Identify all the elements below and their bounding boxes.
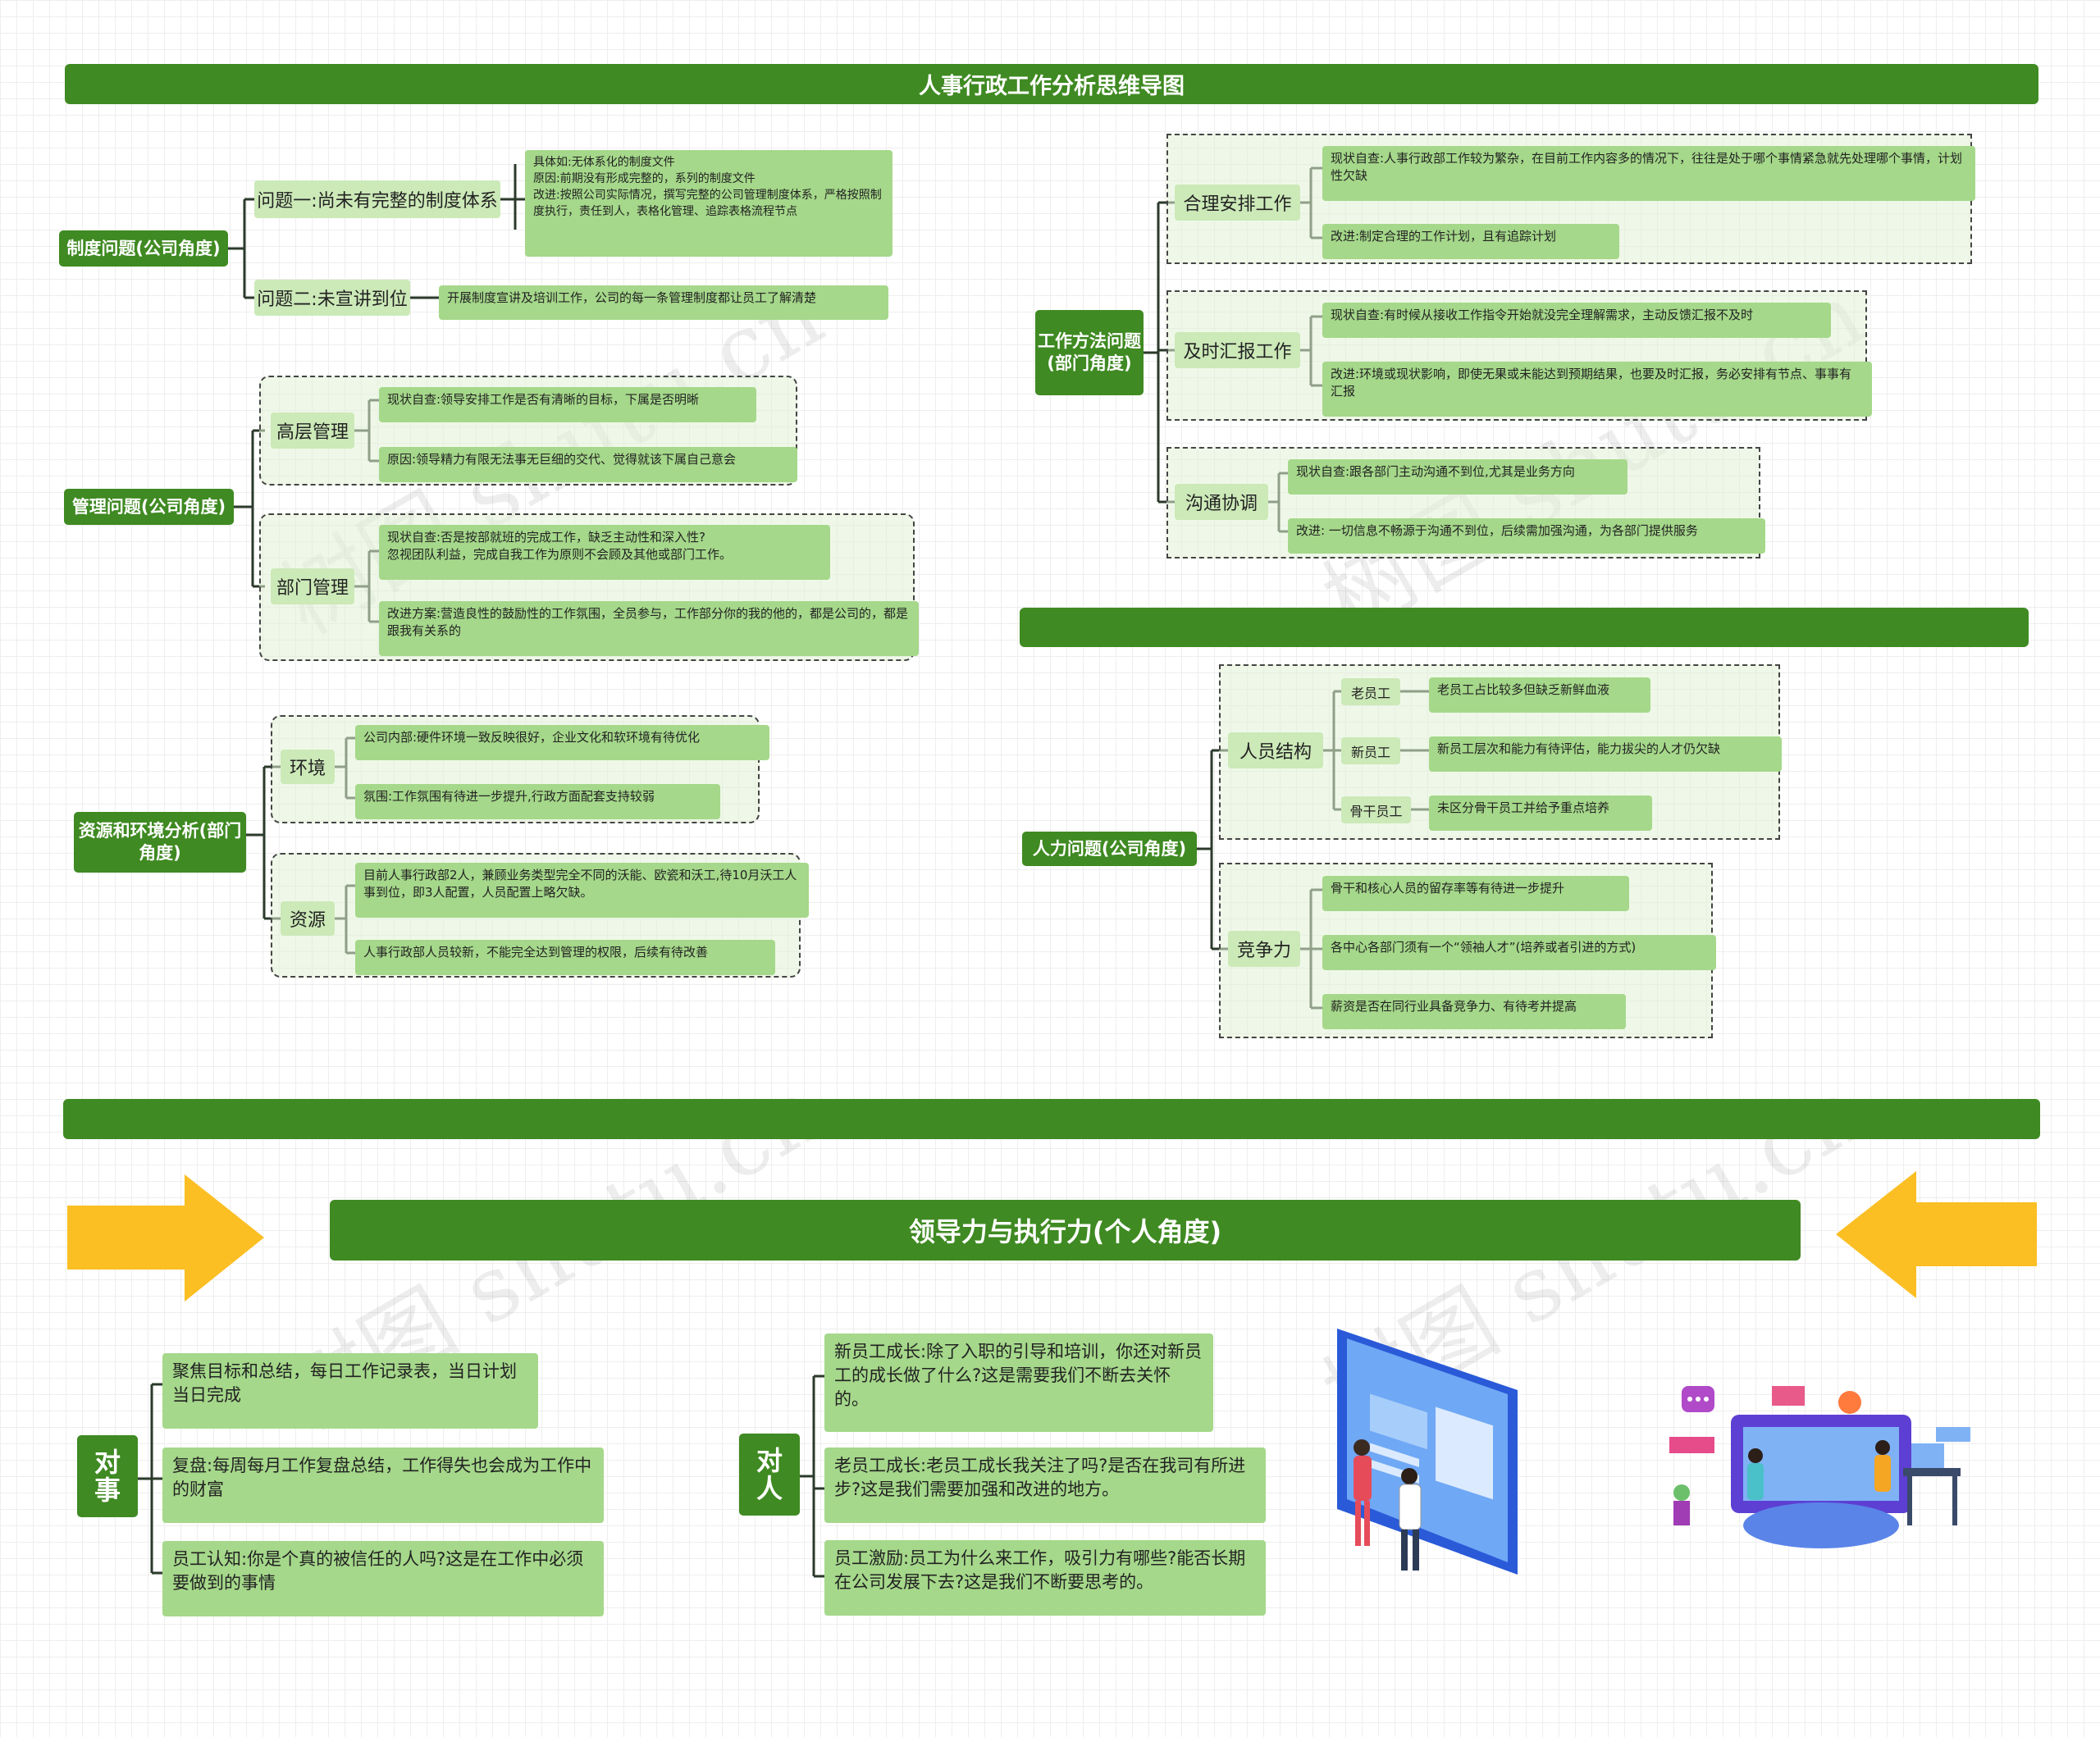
node-problem-1: 问题一:尚未有完整的制度体系 — [254, 180, 500, 218]
root-node-duiren: 对人 — [739, 1434, 800, 1516]
root-node-duishi-label: 对事 — [94, 1447, 121, 1506]
root-node-duishi: 对事 — [77, 1435, 138, 1517]
note-problem-1: 具体如:无体系化的制度文件 原因:前期没有形成完整的，系列的制度文件 改进:按照… — [525, 150, 892, 257]
note-ziyuan-1: 目前人事行政部2人，兼顾业务类型完全不同的沃能、欧瓷和沃工,待10月沃工人事到位… — [355, 863, 809, 918]
root-node-ziyuan: 资源和环境分析(部门角度) — [74, 812, 246, 873]
root-node-guanli: 管理问题(公司角度) — [64, 489, 234, 525]
note-problem-2: 开展制度宣讲及培训工作，公司的每一条管理制度都让员工了解清楚 — [439, 285, 888, 320]
note-gaoceng-2: 原因:领导精力有限无法事无巨细的交代、觉得就该下属自己意会 — [379, 447, 797, 482]
note-xin: 新员工层次和能力有待评估，能力拔尖的人才仍欠缺 — [1429, 736, 1782, 772]
team-work-illustration — [1669, 1386, 1970, 1548]
node-gaoceng: 高层管理 — [271, 413, 354, 449]
node-heli: 合理安排工作 — [1175, 185, 1300, 221]
note-bumen-1: 现状自查:否是按部就班的完成工作，缺乏主动性和深入性? 忽视团队利益，完成自我工… — [379, 525, 830, 580]
note-gaoceng-1: 现状自查:领导安排工作是否有清晰的目标，下属是否明晰 — [379, 387, 756, 422]
node-problem-2: 问题二:未宣讲到位 — [254, 280, 410, 316]
duishi-item-1: 聚焦目标和总结，每日工作记录表，当日计划当日完成 — [162, 1353, 538, 1429]
node-goutong: 沟通协调 — [1175, 484, 1268, 520]
root-node-gongzuo: 工作方法问题(部门角度) — [1035, 310, 1144, 395]
note-heli-2: 改进:制定合理的工作计划，且有追踪计划 — [1322, 224, 1619, 259]
page-title: 人事行政工作分析思维导图 — [65, 64, 2038, 104]
note-goutong-1: 现状自查:跟各部门主动沟通不到位,尤其是业务方向 — [1288, 459, 1628, 495]
note-goutong-2: 改进: 一切信息不畅源于沟通不到位，后续需加强沟通，为各部门提供服务 — [1288, 518, 1765, 554]
node-jishi: 及时汇报工作 — [1175, 332, 1300, 368]
note-huanjing-2: 氛围:工作氛围有待进一步提升,行政方面配套支持较弱 — [355, 784, 720, 819]
node-jingzheng: 竞争力 — [1228, 931, 1300, 967]
section-title: 领导力与执行力(个人角度) — [330, 1200, 1801, 1261]
note-jishi-1: 现状自查:有时候从接收工作指令开始就没完全理解需求，主动反馈汇报不及时 — [1322, 303, 1831, 338]
node-bumen: 部门管理 — [271, 568, 354, 604]
note-gugan: 未区分骨干员工并给予重点培养 — [1429, 796, 1652, 831]
node-gugan: 骨干员工 — [1341, 796, 1411, 823]
duiren-item-1: 新员工成长:除了入职的引导和培训，你还对新员工的成长做了什么?这是需要我们不断去… — [824, 1334, 1213, 1432]
note-jz-2: 各中心各部门须有一个“领袖人才”(培养或者引进的方式) — [1322, 935, 1716, 970]
duiren-item-3: 员工激励:员工为什么来工作，吸引力有哪些?能否长期在公司发展下去?这是我们不断要… — [824, 1540, 1266, 1616]
note-jz-1: 骨干和核心人员的留存率等有待进一步提升 — [1322, 876, 1629, 911]
arrow-left-icon — [1836, 1171, 2037, 1298]
root-node-renli: 人力问题(公司角度) — [1022, 832, 1197, 866]
node-jiegou: 人员结构 — [1228, 732, 1323, 768]
arrow-right-icon — [67, 1174, 264, 1302]
node-huanjing: 环境 — [281, 750, 335, 784]
section-banner — [1020, 608, 2029, 647]
root-node-zhidu: 制度问题(公司角度) — [59, 230, 228, 267]
note-huanjing-1: 公司内部:硬件环境一致反映很好，企业文化和软环境有待优化 — [355, 725, 769, 760]
note-jishi-2: 改进:环境或现状影响，即使无果或未能达到预期结果，也要及时汇报，务必安排有节点、… — [1322, 362, 1872, 417]
node-lao: 老员工 — [1341, 678, 1400, 705]
root-node-duiren-label: 对人 — [756, 1445, 783, 1504]
node-ziyuan: 资源 — [281, 901, 335, 936]
note-heli-1: 现状自查:人事行政部工作较为繁杂，在目前工作内容多的情况下，往往是处于哪个事情紧… — [1322, 146, 1975, 201]
duiren-item-2: 老员工成长:老员工成长我关注了吗?是否在我司有所进步?这是我们需要加强和改进的地… — [824, 1448, 1266, 1523]
divider-banner — [63, 1099, 2040, 1139]
note-bumen-2: 改进方案:营造良性的鼓励性的工作氛围，全员参与，工作部分你的我的他的，都是公司的… — [379, 601, 919, 656]
screen-people-illustration — [1337, 1329, 1518, 1575]
duishi-item-3: 员工认知:你是个真的被信任的人吗?这是在工作中必须要做到的事情 — [162, 1541, 604, 1616]
note-jz-3: 薪资是否在同行业具备竞争力、有待考并提高 — [1322, 994, 1626, 1029]
node-xin: 新员工 — [1341, 737, 1400, 764]
note-lao: 老员工占比较多但缺乏新鲜血液 — [1429, 677, 1650, 713]
note-ziyuan-2: 人事行政部人员较新，不能完全达到管理的权限，后续有待改善 — [355, 940, 775, 975]
duishi-item-2: 复盘:每周每月工作复盘总结，工作得失也会成为工作中的财富 — [162, 1448, 604, 1523]
